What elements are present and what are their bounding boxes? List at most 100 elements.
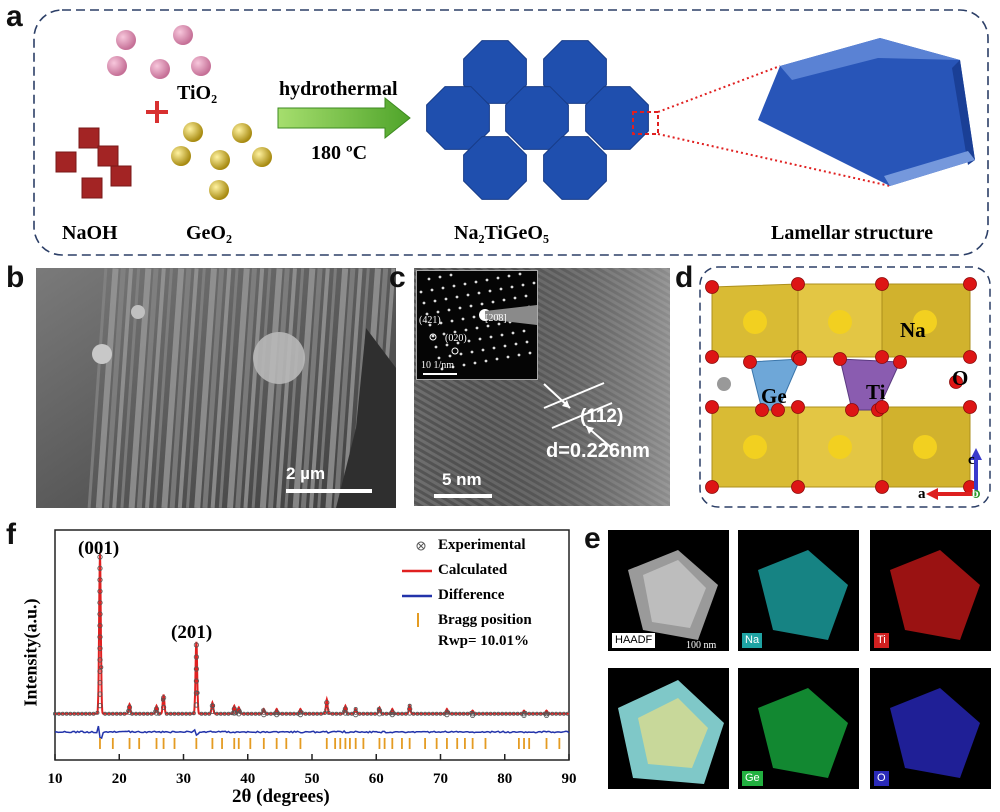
exp-peak-point-4-2: [193, 666, 199, 672]
eds-scale: 100 nm: [686, 640, 717, 651]
exp-point-125: [534, 711, 539, 716]
exp-point-113: [488, 711, 493, 716]
exp-point-24: [145, 711, 150, 716]
exp-point-1: [56, 711, 61, 716]
exp-peak-point-10-0: [297, 709, 303, 715]
plus-icon: [146, 101, 168, 123]
exp-point-12: [99, 665, 104, 670]
exp-point-67: [311, 711, 316, 716]
exp-peak-point-9-0: [274, 709, 280, 715]
sem-scale-text: 2 µm: [286, 464, 326, 483]
exp-peak-point-4-0: [193, 642, 199, 648]
exp-peak-point-2-0: [153, 706, 160, 712]
exp-peak-point-14-1: [376, 711, 383, 717]
axis-c-label: c: [968, 452, 975, 468]
saed-pattern: [419, 272, 537, 375]
exp-peak-point-17-0: [444, 709, 450, 715]
exp-peak-point-0-8: [97, 645, 103, 652]
legend-experimental: Experimental: [438, 537, 526, 553]
exp-point-117: [503, 711, 508, 716]
exp-peak-point-16-0: [407, 706, 413, 712]
exp-point-27: [157, 711, 162, 716]
x-tick-label-3: 40: [240, 771, 255, 787]
exp-peak-point-19-0: [521, 711, 527, 717]
exp-peak-point-9-1: [274, 712, 280, 718]
x-tick-label-1: 20: [112, 771, 127, 787]
crystal-ge: Ge: [761, 384, 787, 408]
panel-label-d: d: [675, 261, 694, 294]
exp-peak-point-0-2: [97, 577, 103, 583]
exp-peak-point-4-5: [193, 702, 199, 708]
panel-label-a: a: [6, 0, 23, 33]
octagon-1: [543, 40, 607, 104]
exp-point-97: [426, 711, 431, 716]
exp-peak-point-12-0: [342, 706, 348, 712]
crystal-structure: [699, 266, 991, 508]
exp-point-96: [423, 711, 428, 716]
exp-point-30: [168, 711, 173, 716]
exp-peak-point-2-1: [153, 710, 160, 716]
tem-dspacing: d=0.226nm: [546, 440, 650, 462]
exp-point-25: [149, 711, 154, 716]
exp-peak-point-7-0: [236, 708, 242, 714]
na-tag: Na: [742, 633, 763, 648]
axis-a-label: a: [918, 486, 926, 502]
product-octagons: [426, 40, 649, 200]
exp-point-16: [114, 711, 119, 716]
exp-point-34: [184, 711, 189, 716]
geo2-label: GeO₂: [186, 222, 232, 244]
ti-tag: Ti: [874, 633, 889, 648]
exp-point-6: [76, 711, 81, 716]
exp-peak-point-10-1: [297, 712, 303, 718]
tio2-label: TiO₂: [177, 82, 218, 104]
arrow-label-bottom: 180 ºC: [311, 142, 368, 164]
exp-point-11: [95, 710, 100, 715]
exp-point-99: [434, 711, 439, 716]
exp-peak-point-4-3: [193, 678, 199, 684]
map-na: Na: [738, 530, 859, 651]
exp-point-56: [268, 711, 273, 716]
exp-peak-point-7-1: [236, 711, 242, 717]
exp-point-111: [480, 711, 485, 716]
exp-point-112: [484, 711, 489, 716]
exp-point-3: [64, 711, 69, 716]
exp-peak-point-11-0: [324, 700, 330, 706]
exp-point-107: [465, 711, 470, 716]
octagon-0: [463, 40, 527, 104]
y-axis-label: Intensity(a.u.): [20, 598, 41, 707]
exp-peak-point-0-6: [97, 623, 103, 629]
exp-peak-point-14-0: [376, 708, 383, 714]
legend-calculated: Calculated: [438, 562, 508, 578]
exp-point-106: [461, 711, 466, 716]
exp-peak-point-0-4: [97, 600, 103, 606]
saed-scale: 10 1/nm: [421, 360, 455, 371]
exp-point-81: [365, 711, 370, 716]
exp-point-130: [554, 711, 559, 716]
exp-point-89: [396, 711, 401, 716]
exp-point-17: [118, 711, 123, 716]
exp-point-78: [353, 706, 358, 711]
exp-point-39: [203, 711, 208, 716]
exp-point-23: [141, 711, 146, 716]
map-ge: Ge: [738, 668, 859, 789]
geo2-spheres: [171, 122, 272, 200]
exp-peak-point-0-10: [97, 668, 103, 674]
exp-peak-point-0-3: [97, 588, 103, 594]
exp-peak-point-13-1: [353, 712, 359, 718]
sem-image: 2 µm: [36, 268, 396, 508]
x-tick-label-2: 30: [176, 771, 191, 787]
exp-point-104: [453, 711, 458, 716]
zoom-box: [632, 111, 659, 135]
exp-point-68: [315, 711, 320, 716]
zoom-line-top: [657, 65, 781, 113]
exp-peak-point-4-4: [193, 690, 199, 696]
exp-point-133: [565, 711, 570, 716]
exp-point-10: [91, 711, 96, 716]
exp-point-103: [450, 711, 455, 716]
exp-point-42: [214, 711, 219, 716]
exp-point-7: [80, 711, 85, 716]
series-difference: [54, 725, 570, 740]
octagon-3: [505, 86, 569, 150]
x-tick-label-8: 90: [562, 771, 577, 787]
